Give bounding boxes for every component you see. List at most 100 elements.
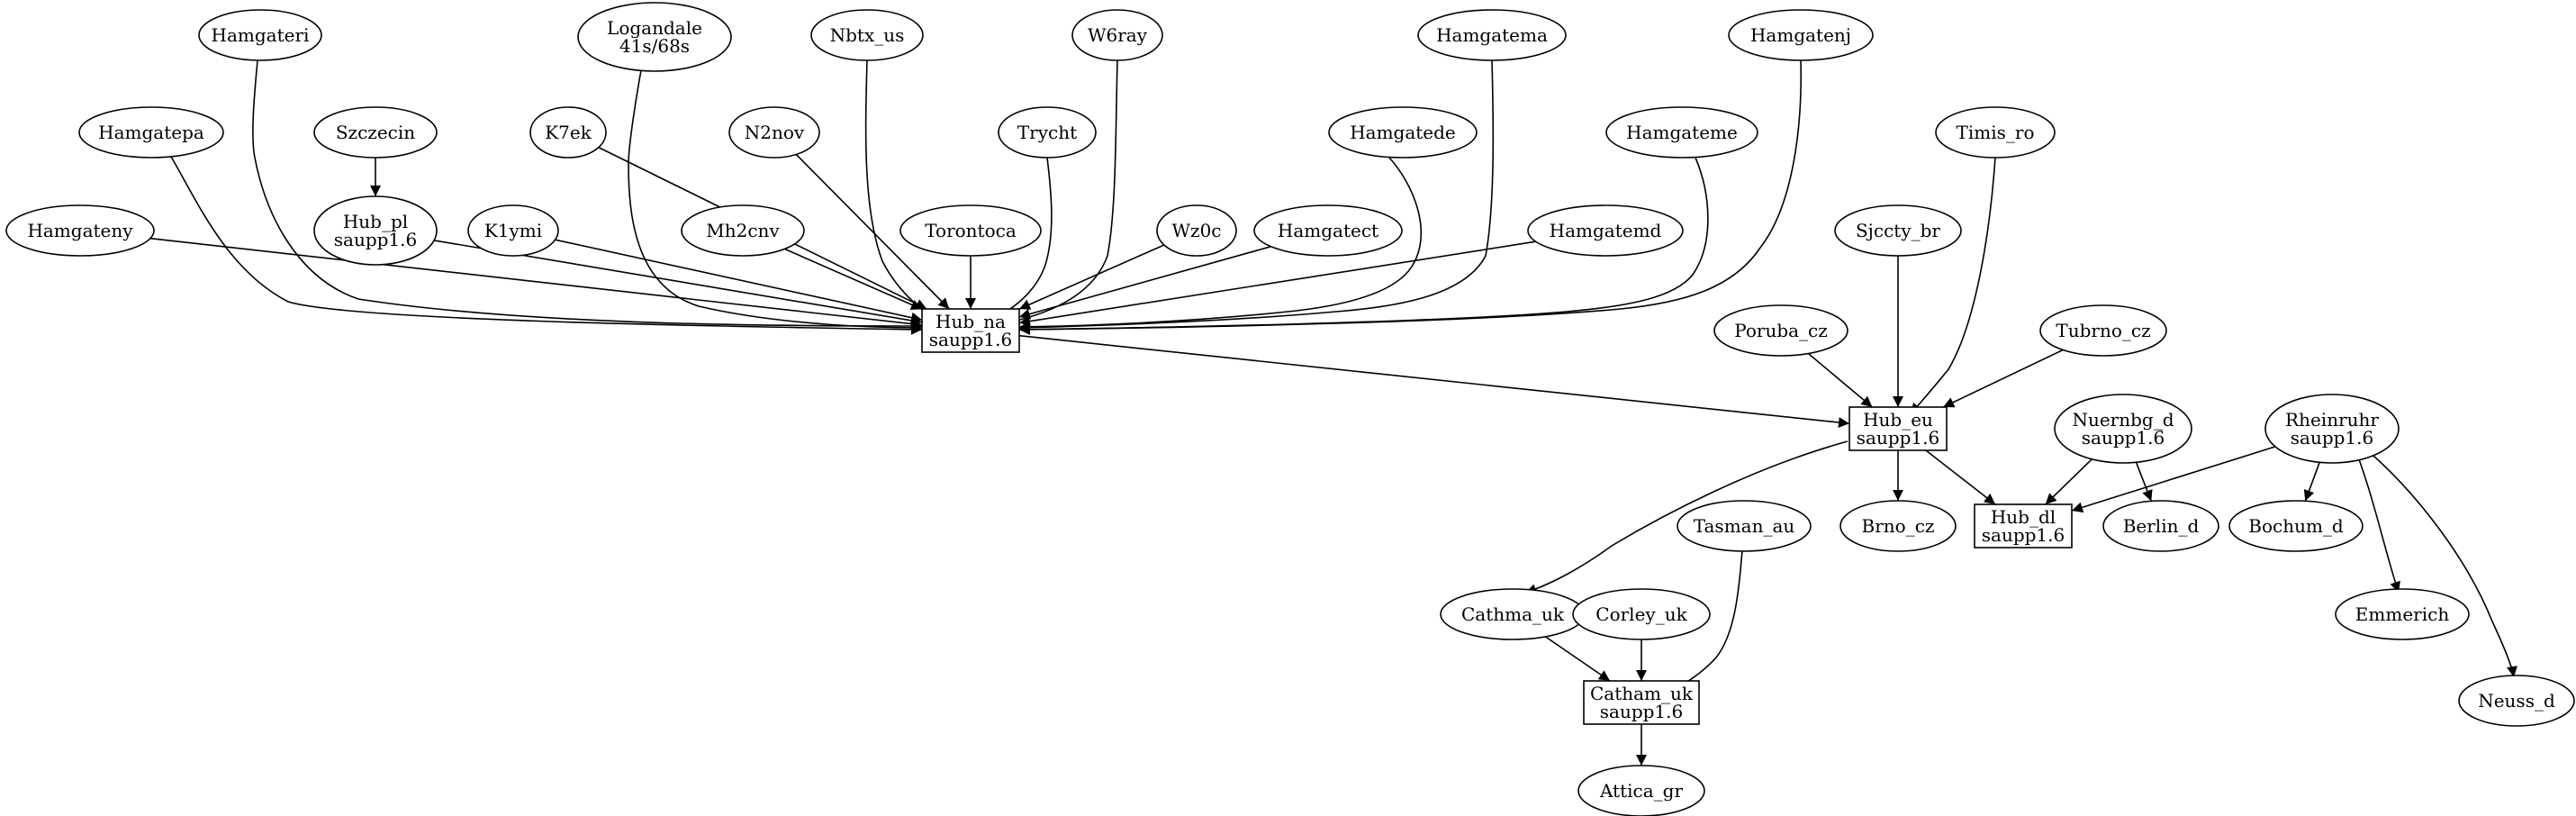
node-mh2cnv: Mh2cnv	[681, 204, 805, 257]
node-label: Corley_uk	[1595, 603, 1687, 625]
node-label: Tasman_au	[1694, 515, 1795, 537]
node-box	[1583, 680, 1700, 725]
node-label: Torontoca	[925, 220, 1017, 241]
node-tasman-au: Tasman_au	[1677, 500, 1812, 552]
node-label: Hamgatenj	[1750, 24, 1851, 46]
node-hamgateri: Hamgateri	[198, 9, 322, 61]
edge-w6ray-to-hub-na	[1008, 59, 1118, 326]
edge-hub-na-to-hub-eu	[1018, 334, 1850, 429]
node-emmerich: Emmerich	[2335, 588, 2470, 640]
node-ellipse	[467, 204, 559, 257]
node-ellipse	[1834, 204, 1962, 257]
node-label: Wz0c	[1171, 220, 1221, 241]
node-label: Szczecin	[336, 122, 415, 143]
node-ellipse	[998, 106, 1097, 159]
node-label: Emmerich	[2355, 603, 2450, 625]
node-label: Hamgatema	[1436, 24, 1548, 46]
edge-n2nov-to-hub-na	[795, 153, 950, 310]
edge-tubrno-cz-to-hub-eu	[1942, 349, 2064, 408]
node-nbtx-us: Nbtx_us	[810, 9, 924, 61]
node-label: K7ek	[545, 122, 592, 143]
node-ellipse	[1677, 500, 1812, 552]
edge-hamgatenj-to-hub-na	[1018, 59, 1803, 335]
node-ellipse	[1839, 500, 1957, 552]
node-label: Timis_ro	[1957, 122, 2035, 143]
node-label: saupp1.6	[1600, 701, 1683, 722]
node-ellipse	[1417, 9, 1567, 61]
node-label: Hamgatede	[1350, 122, 1456, 143]
node-label: Hamgateri	[212, 24, 310, 46]
node-ellipse	[1605, 106, 1758, 159]
node-label: saupp1.6	[1982, 524, 2065, 546]
node-ellipse	[529, 106, 607, 159]
node-ellipse	[1156, 204, 1237, 257]
node-label: Hamgateny	[27, 220, 133, 241]
edge-nuernbg-d-to-hub-dl	[2045, 458, 2092, 505]
node-hamgatect: Hamgatect	[1253, 204, 1403, 257]
node-ellipse	[5, 204, 155, 257]
node-ellipse	[1527, 204, 1684, 257]
node-trycht: Trycht	[998, 106, 1097, 159]
node-wz0c: Wz0c	[1156, 204, 1237, 257]
node-label: Nbtx_us	[830, 24, 905, 46]
edge-cathma-uk-to-catham-uk	[1544, 636, 1611, 682]
node-corley-uk: Corley_uk	[1572, 588, 1711, 640]
node-k7ek: K7ek	[529, 106, 607, 159]
edge-rheinruhr-to-neuss-d	[2373, 455, 2517, 678]
edge-nuernbg-d-to-berlin-d	[2135, 462, 2153, 502]
node-label: Neuss_d	[2478, 690, 2555, 712]
node-ellipse	[1713, 304, 1848, 357]
node-label: Berlin_d	[2123, 515, 2200, 537]
node-ellipse	[577, 2, 732, 72]
node-label: Bochum_d	[2248, 515, 2344, 537]
node-label: Hamgateme	[1626, 122, 1738, 143]
node-ellipse	[78, 106, 224, 159]
edge-hub-eu-to-cathma-uk	[1524, 440, 1848, 595]
node-label: 41s/68s	[619, 35, 690, 57]
node-ellipse	[1935, 106, 2056, 159]
edge-timis-ro-to-hub-eu	[1910, 157, 1996, 415]
edge-nbtx-us-to-hub-na	[864, 59, 943, 323]
edge-hamgateny-to-hub-na	[149, 237, 923, 330]
edge-wz0c-to-hub-na	[1018, 244, 1165, 310]
edge-poruba-cz-to-hub-eu	[1807, 352, 1873, 408]
edge-hamgatemd-to-hub-na	[1018, 240, 1536, 327]
node-ellipse	[1253, 204, 1403, 257]
node-n2nov: N2nov	[728, 106, 820, 159]
node-ellipse	[313, 195, 438, 266]
node-tubrno-cz: Tubrno_cz	[2039, 304, 2167, 357]
node-timis-ro: Timis_ro	[1935, 106, 2056, 159]
node-label: W6ray	[1088, 24, 1148, 46]
node-ellipse	[313, 106, 438, 159]
node-neuss-d: Neuss_d	[2458, 675, 2575, 727]
edge-hamgatepa-to-hub-na	[170, 156, 923, 335]
node-ellipse	[681, 204, 805, 257]
edge-rheinruhr-to-hub-dl	[2071, 446, 2276, 513]
node-ellipse	[1328, 106, 1478, 159]
node-ellipse	[1728, 9, 1874, 61]
node-label: Mh2cnv	[706, 220, 780, 241]
node-w6ray: W6ray	[1071, 9, 1163, 61]
node-hamgateme: Hamgateme	[1605, 106, 1758, 159]
node-ellipse	[728, 106, 820, 159]
node-szczecin: Szczecin	[313, 106, 438, 159]
node-label: Logandale	[607, 17, 702, 39]
node-label: Hub_na	[935, 311, 1006, 332]
node-label: Hub_eu	[1863, 409, 1933, 431]
node-sjccty-br: Sjccty_br	[1834, 204, 1962, 257]
edge-logandale-to-hub-na	[628, 69, 923, 333]
node-ellipse	[2102, 500, 2219, 552]
node-berlin-d: Berlin_d	[2102, 500, 2219, 552]
node-label: Brno_cz	[1862, 515, 1935, 537]
node-box	[1848, 406, 1948, 451]
node-ellipse	[2039, 304, 2167, 357]
node-hamgatema: Hamgatema	[1417, 9, 1567, 61]
edge-hamgateri-to-hub-na	[252, 59, 923, 332]
